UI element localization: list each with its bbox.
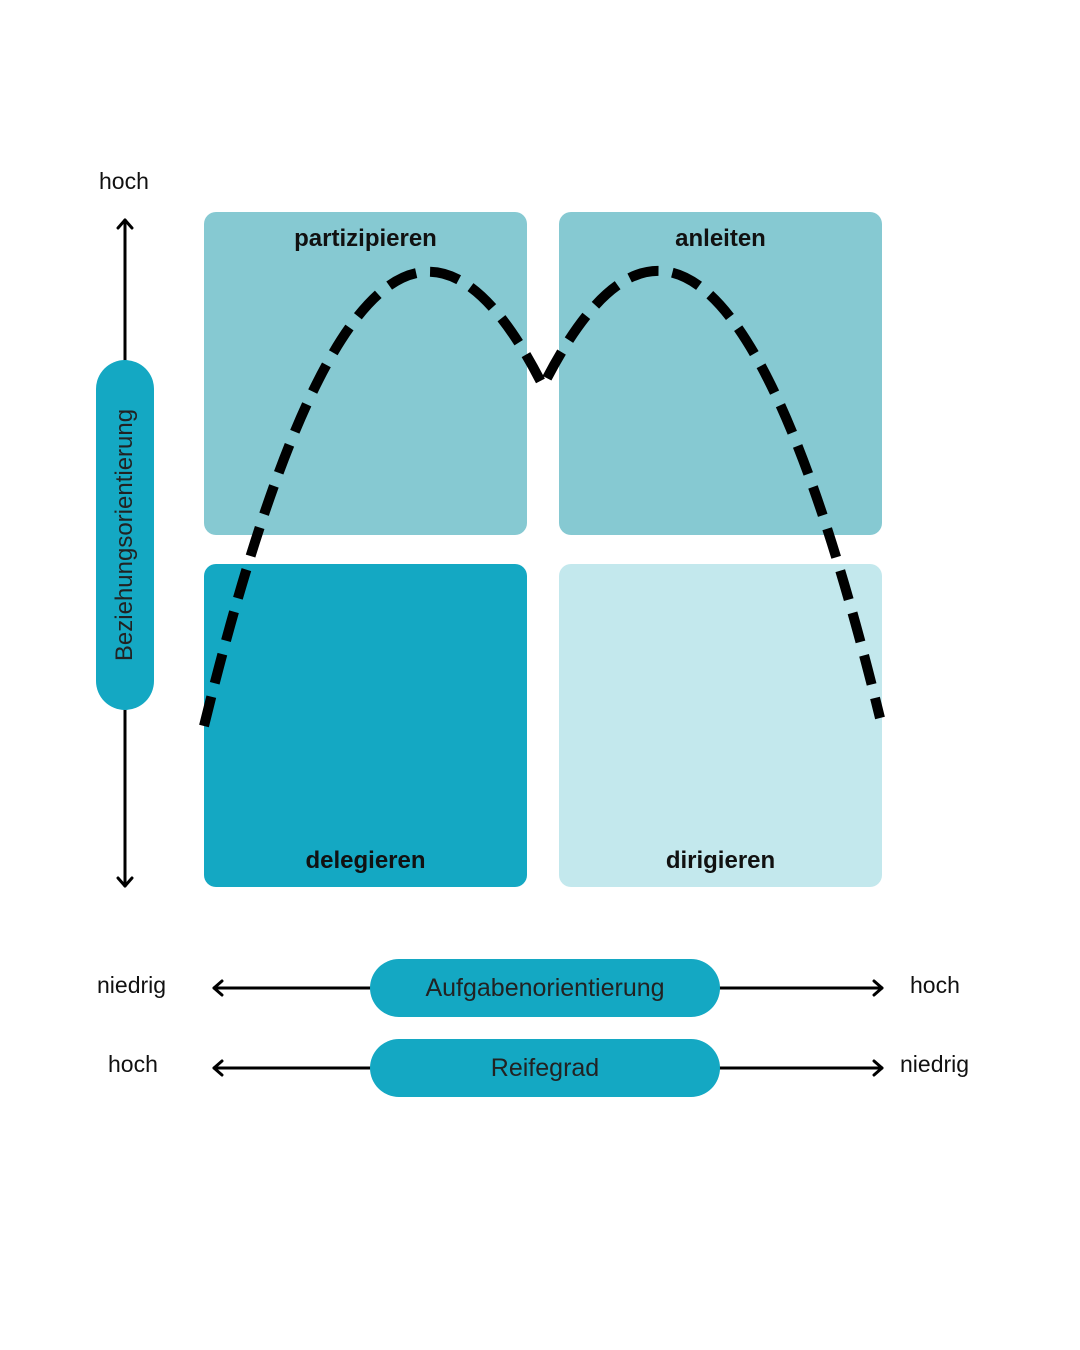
reifegrad-right-label: niedrig [900, 1051, 970, 1077]
quadrant-label-anleiten: anleiten [675, 225, 766, 252]
reifegrad-arrow [212, 1059, 884, 1077]
aufgabenorientierung-right-label: hoch [910, 972, 960, 998]
aufgabenorientierung-arrow [212, 979, 884, 997]
beziehungsorientierung-pill: Beziehungsorientierung [96, 360, 154, 710]
quadrant-delegieren: delegieren [204, 564, 527, 887]
reifegrad-label: Reifegrad [490, 1053, 600, 1082]
aufgabenorientierung-left-label: niedrig [97, 972, 167, 998]
quadrant-label-delegieren: delegieren [305, 847, 426, 874]
beziehungsorientierung-label: Beziehungsorientierung [111, 408, 138, 662]
quadrant-label-dirigieren: dirigieren [665, 847, 776, 874]
quadrant-partizipieren: partizipieren [204, 212, 527, 535]
quadrant-label-partizipieren: partizipieren [294, 225, 437, 252]
vertical-axis-arrow [116, 218, 134, 888]
reifegrad-curve [199, 265, 885, 728]
aufgabenorientierung-pill: Aufgabenorientierung [370, 959, 720, 1017]
quadrant-dirigieren: dirigieren [559, 564, 882, 887]
reifegrad-pill: Reifegrad [370, 1039, 720, 1097]
aufgabenorientierung-label: Aufgabenorientierung [425, 973, 665, 1002]
vertical-axis-top-label: hoch [99, 168, 149, 194]
reifegrad-left-label: hoch [108, 1051, 158, 1077]
quadrant-anleiten: anleiten [559, 212, 882, 535]
